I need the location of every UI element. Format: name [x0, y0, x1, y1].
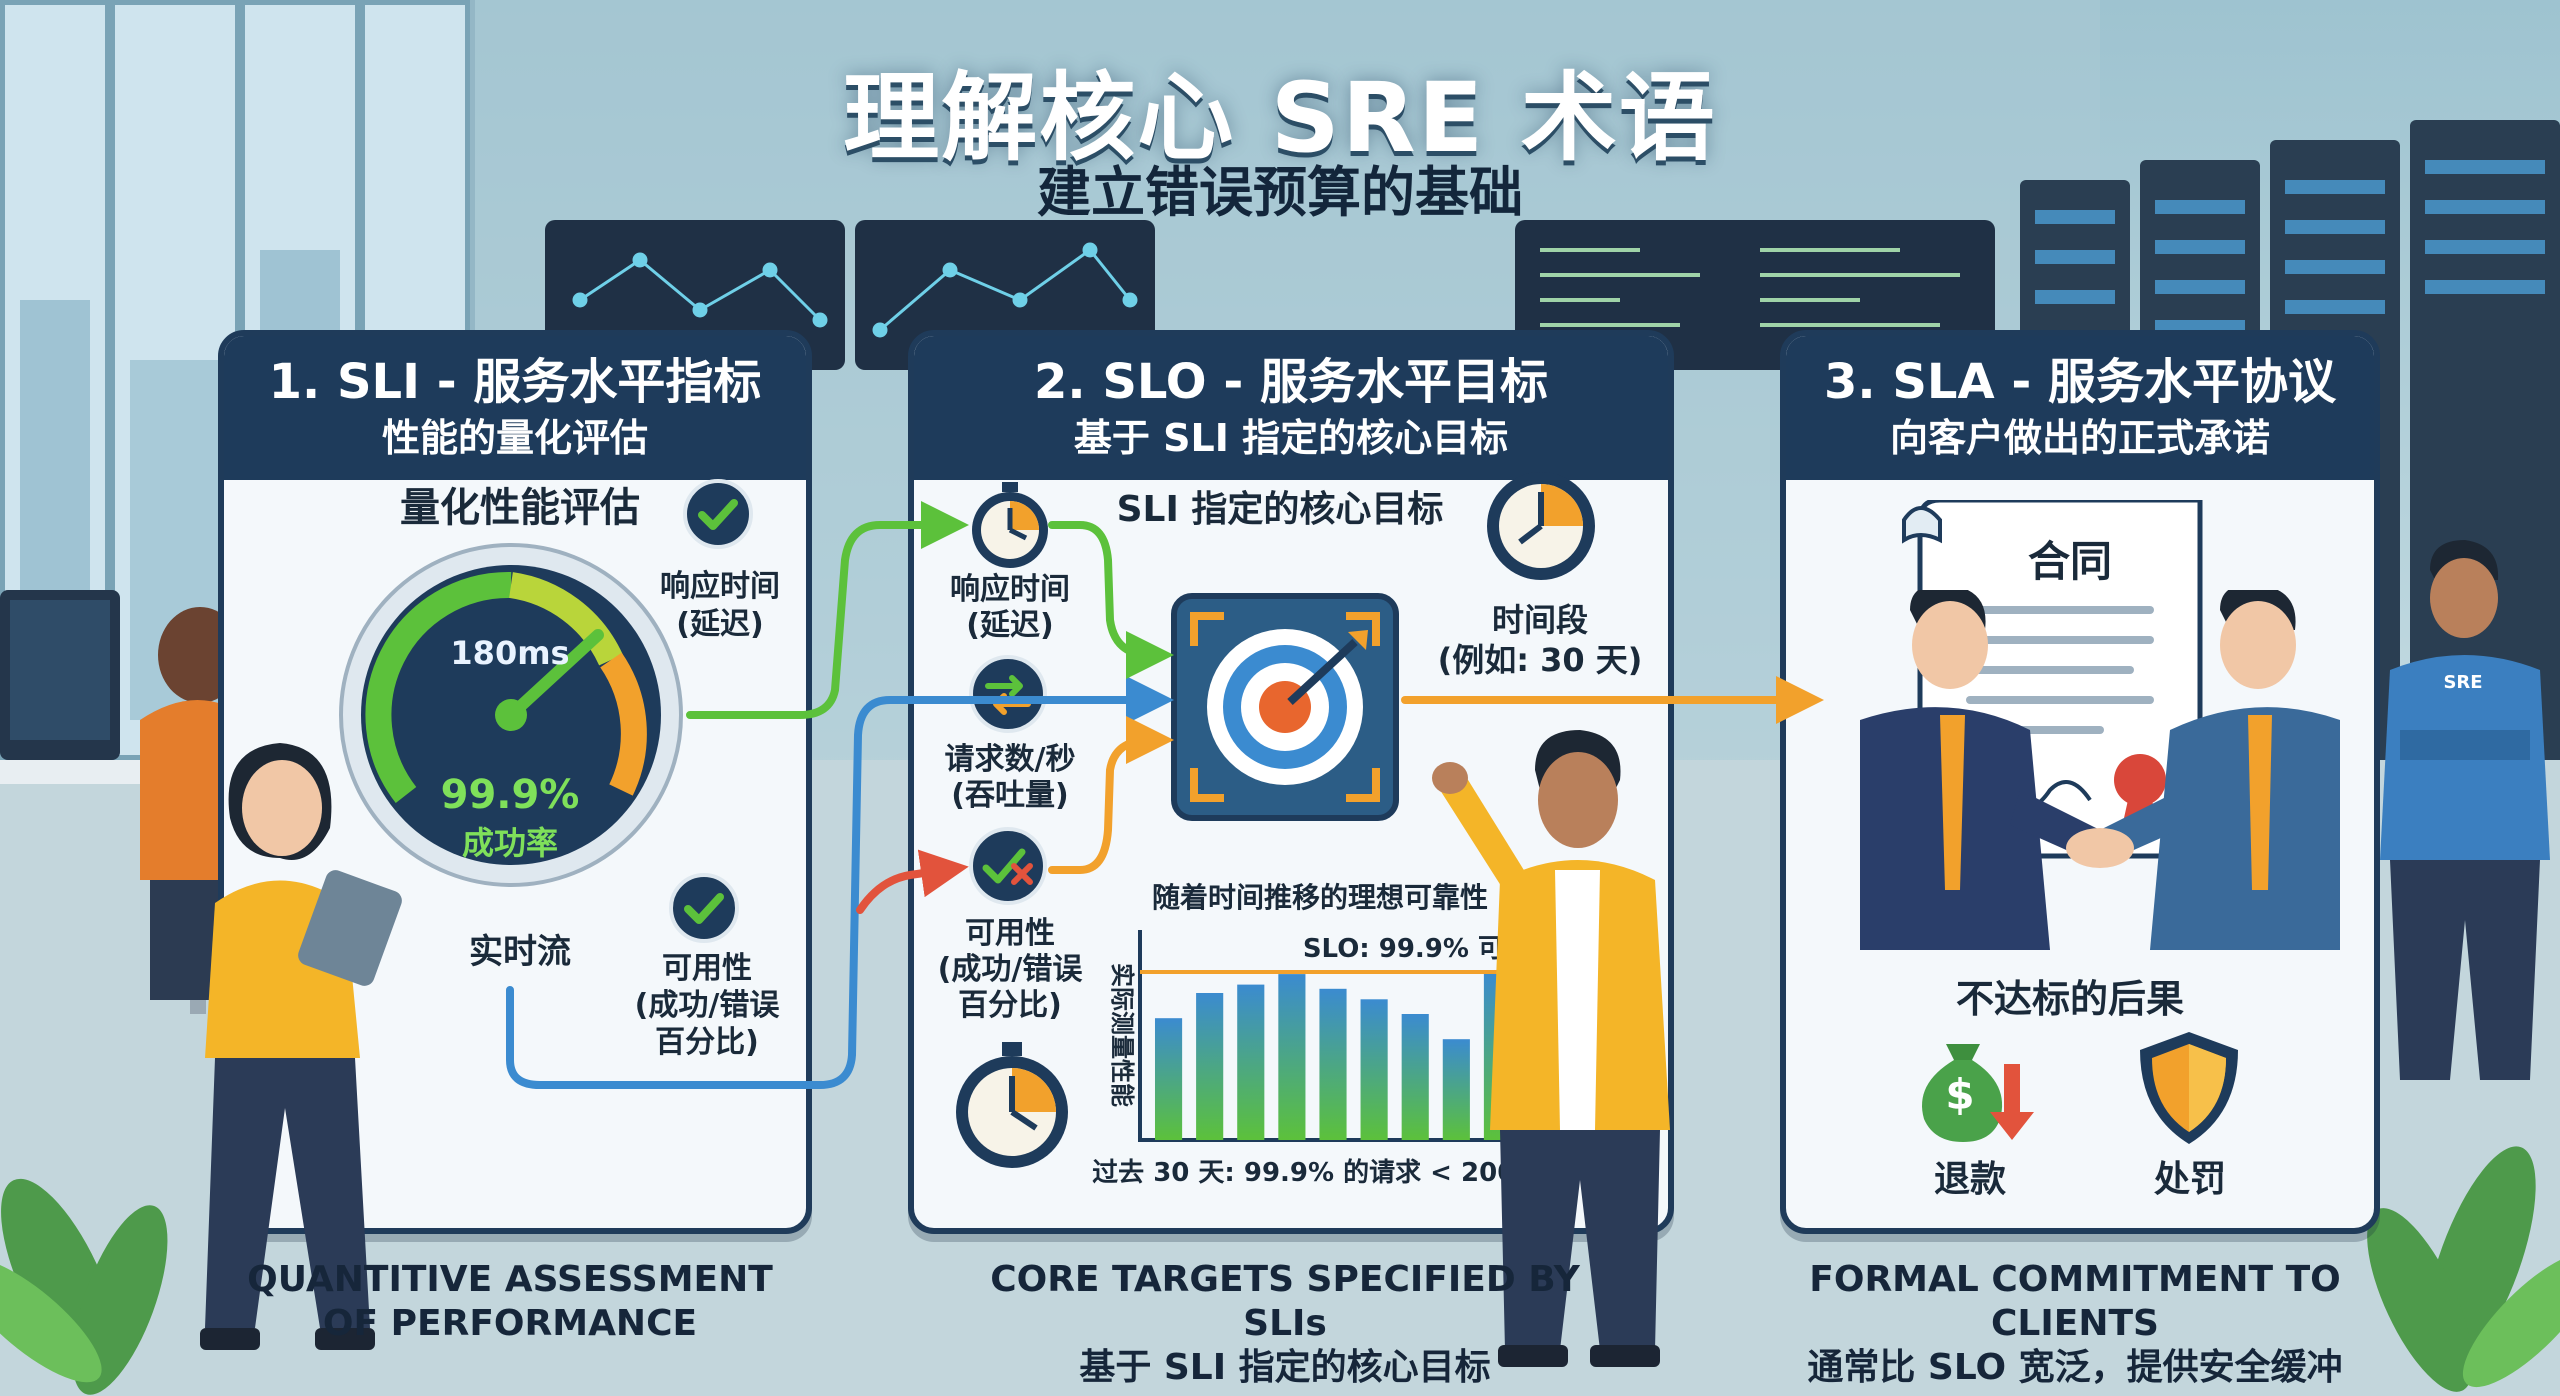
reliability-bar-chart: 实际测量性能	[1108, 930, 1520, 1142]
slo-panel-header: 2. SLO - 服务水平目标 基于 SLI 指定的核心目标	[914, 336, 1668, 480]
handshake-figures	[1860, 590, 2340, 950]
chart-axes	[1138, 930, 1520, 1142]
sli-section-label: 量化性能评估	[400, 485, 640, 531]
sla-panel-header: 3. SLA - 服务水平协议 向客户做出的正式承诺	[1786, 336, 2374, 480]
sli-subheading: 性能的量化评估	[381, 416, 648, 460]
shirt-badge: SRE	[2443, 672, 2483, 693]
sla-caption: FORMAL COMMITMENT TO CLIENTS 通常比 SLO 宽泛，…	[1807, 1259, 2343, 1388]
chart-y-axis-label: 实际测量性能	[1108, 963, 1136, 1107]
availability-check-icon	[669, 873, 739, 943]
chart-bar	[1319, 988, 1347, 1140]
slo-input-throughput: 请求数/秒 (吞吐量)	[944, 742, 1076, 813]
latency-to-target-arrow	[1048, 521, 1174, 679]
gauge-success-value: 99.9%	[440, 772, 580, 818]
availability-check-cross-icon	[969, 827, 1047, 905]
presenter-figure	[1432, 730, 1670, 1367]
target-icon	[1171, 593, 1399, 821]
sli-heading: 1. SLI - 服务水平指标	[268, 354, 762, 410]
penalty-label: 处罚	[2153, 1159, 2226, 1200]
chart-bar	[1278, 974, 1306, 1140]
gauge-success-label: 成功率	[461, 824, 558, 862]
chart-target-label: SLO: 99.9% 可靠	[1302, 934, 1530, 964]
gauge-latency-value: 180ms	[450, 634, 570, 672]
slo-heading: 2. SLO - 服务水平目标	[1034, 354, 1548, 410]
slo-subheading: 基于 SLI 指定的核心目标	[1073, 416, 1509, 460]
time-window-stopwatch-icon	[1487, 460, 1595, 580]
sla-subheading: 向客户做出的正式承诺	[1889, 416, 2270, 460]
gauge-icon	[339, 543, 683, 887]
chart-title: 随着时间推移的理想可靠性	[1151, 881, 1488, 914]
sli-caption: QUANTITIVE ASSESSMENT OF PERFORMANCE	[247, 1259, 773, 1344]
analyst-figure	[200, 743, 402, 1350]
chart-bar	[1237, 984, 1265, 1140]
slo-input-availability: 可用性 (成功/错误 百分比)	[937, 916, 1083, 1023]
chart-bar	[1196, 993, 1224, 1140]
gauge-to-latency-arrow	[686, 501, 969, 719]
sre-engineer-figure	[2380, 540, 2550, 1080]
sla-heading: 3. SLA - 服务水平协议	[1824, 354, 2336, 410]
chart-bar	[1401, 1014, 1429, 1140]
slo-section-label: SLI 指定的核心目标	[1116, 489, 1444, 530]
page-title: 理解核心 SRE 术语	[843, 62, 1717, 174]
chart-bar	[1154, 1018, 1183, 1140]
chart-bar	[1360, 999, 1388, 1140]
page-subtitle: 建立错误预算的基础	[1037, 161, 1523, 224]
sli-metric-availability: 可用性 (成功/错误 百分比)	[634, 951, 780, 1060]
slo-input-latency: 响应时间 (延迟)	[950, 572, 1070, 643]
latency-clock-icon	[972, 482, 1048, 568]
refund-money-bag-icon	[1922, 1044, 2034, 1142]
sli-panel-header: 1. SLI - 服务水平指标 性能的量化评估	[224, 336, 806, 480]
availability-to-slo-arrow	[856, 849, 969, 914]
stopwatch-icon	[956, 1042, 1068, 1168]
penalty-shield-icon	[2140, 1032, 2238, 1144]
sli-stream-label: 实时流	[469, 932, 571, 972]
slo-time-window: 时间段 (例如: 30 天)	[1437, 601, 1643, 679]
availability-to-target-arrow	[1048, 716, 1174, 874]
stream-to-throughput-arrow	[506, 676, 1174, 1089]
consequence-label: 不达标的后果	[1955, 977, 2184, 1021]
chart-footer: 过去 30 天: 99.9% 的请求 < 200ms	[1092, 1158, 1558, 1188]
contract-title: 合同	[2027, 537, 2112, 586]
slo-caption: CORE TARGETS SPECIFIED BY SLIs 基于 SLI 指定…	[990, 1259, 1580, 1388]
refund-dollar-sign: $	[1945, 1070, 1975, 1119]
chart-bar	[1442, 1039, 1470, 1140]
refund-label: 退款	[1933, 1159, 2006, 1200]
sli-metric-latency: 响应时间 (延迟)	[660, 569, 780, 642]
latency-check-icon	[683, 479, 753, 549]
